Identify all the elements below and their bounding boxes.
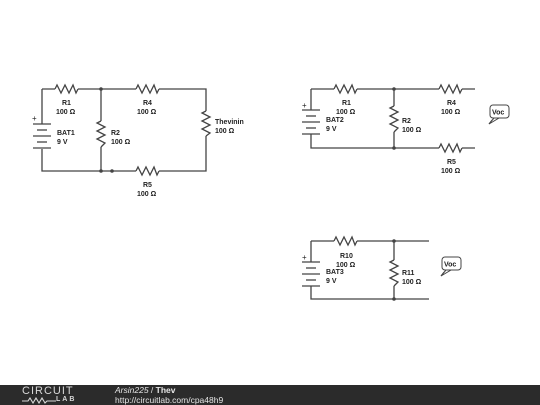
c1-wire-right	[159, 136, 207, 172]
c2-voc-probe[interactable]	[488, 104, 510, 125]
c2-r5-name: R5	[447, 159, 456, 166]
c3-resistor-r11[interactable]	[388, 259, 400, 287]
c1-node-bottom	[99, 169, 103, 173]
c3-battery-bat3[interactable]	[302, 261, 320, 287]
c2-bat2-value: 9 V	[326, 126, 337, 133]
c1-r5-value: 100 Ω	[137, 191, 157, 198]
c2-bat2-name: BAT2	[326, 117, 344, 124]
c3-node-top	[392, 239, 396, 243]
c1-wire-bottom	[41, 149, 136, 172]
c2-resistor-r2[interactable]	[388, 105, 400, 133]
c1-bat1-plus: +	[32, 114, 37, 123]
c1-thev-name: Thevinin	[215, 119, 244, 126]
c2-bat2-plus: +	[302, 101, 307, 110]
c1-wire-top-left	[42, 88, 207, 111]
c2-wire-left	[310, 89, 475, 149]
c3-r10-name: R10	[340, 253, 353, 260]
schematic-canvas: + BAT1 9 V R1 100 Ω R4 100 Ω R2 100 Ω Th…	[32, 83, 510, 301]
c1-battery-bat1[interactable]	[33, 123, 51, 149]
c3-r11-name: R11	[402, 270, 415, 277]
logo-text-circuit: CIRCUIT	[22, 385, 74, 397]
c1-r4-value: 100 Ω	[137, 109, 157, 116]
c2-voc-label: Voc	[492, 110, 504, 117]
c3-voc-label: Voc	[444, 262, 456, 269]
logo-text-lab: LAB	[56, 396, 77, 403]
circuitlab-logo[interactable]: CIRCUIT LAB	[22, 386, 92, 404]
c2-r4-name: R4	[447, 100, 456, 107]
c3-resistor-r10[interactable]	[333, 235, 358, 247]
c3-r10-value: 100 Ω	[336, 262, 356, 269]
c1-node-top	[99, 87, 103, 91]
c2-r2-value: 100 Ω	[402, 127, 422, 134]
footer-bar: CIRCUIT LAB Arsin225 / Thev http://circu…	[0, 385, 540, 405]
c1-resistor-r5[interactable]	[135, 165, 160, 177]
c2-node-top	[392, 87, 396, 91]
circuit-2: + BAT2 9 V R1 100 Ω R2 100 Ω R4 100 Ω R5…	[302, 83, 510, 175]
c2-r2-name: R2	[402, 118, 411, 125]
c2-r5-value: 100 Ω	[441, 168, 461, 175]
c1-resistor-r1[interactable]	[54, 83, 79, 95]
c3-wire-left	[310, 241, 429, 300]
c2-battery-bat2[interactable]	[302, 109, 320, 135]
circuit-title: Thev	[155, 385, 176, 395]
c3-bat3-value: 9 V	[326, 278, 337, 285]
c1-r5-name: R5	[143, 182, 152, 189]
title-separator: /	[148, 385, 156, 395]
c1-resistor-thevinin[interactable]	[200, 110, 212, 137]
circuit-1: + BAT1 9 V R1 100 Ω R4 100 Ω R2 100 Ω Th…	[32, 83, 244, 198]
c2-r1-name: R1	[342, 100, 351, 107]
c3-bat3-plus: +	[302, 253, 307, 262]
c1-bat1-value: 9 V	[57, 139, 68, 146]
c2-node-bottom	[392, 146, 396, 150]
circuit-3: + BAT3 9 V R10 100 Ω R11 100 Ω Voc	[302, 235, 462, 301]
c3-r11-value: 100 Ω	[402, 279, 422, 286]
c2-r4-value: 100 Ω	[441, 109, 461, 116]
c1-thev-value: 100 Ω	[215, 128, 235, 135]
c1-r2-name: R2	[111, 130, 120, 137]
c1-resistor-r4[interactable]	[135, 83, 160, 95]
c1-r1-value: 100 Ω	[56, 109, 76, 116]
logo-squiggle-icon	[22, 397, 56, 404]
c3-node-bottom	[392, 297, 396, 301]
c3-bat3-name: BAT3	[326, 269, 344, 276]
c1-r1-name: R1	[62, 100, 71, 107]
c2-resistor-r4[interactable]	[438, 83, 463, 95]
circuit-url[interactable]: http://circuitlab.com/cpa48h9	[115, 394, 224, 405]
author-link[interactable]: Arsin225	[115, 385, 149, 395]
c1-r4-name: R4	[143, 100, 152, 107]
c1-resistor-r2[interactable]	[95, 120, 107, 148]
c2-resistor-r5[interactable]	[438, 142, 463, 154]
c3-voc-probe[interactable]	[440, 256, 462, 277]
footer-info: Arsin225 / Thev http://circuitlab.com/cp…	[115, 385, 224, 405]
c2-resistor-r1[interactable]	[333, 83, 358, 95]
c1-r2-value: 100 Ω	[111, 139, 131, 146]
c2-r1-value: 100 Ω	[336, 109, 356, 116]
c1-node-bottom-2	[110, 169, 114, 173]
c1-bat1-name: BAT1	[57, 130, 75, 137]
